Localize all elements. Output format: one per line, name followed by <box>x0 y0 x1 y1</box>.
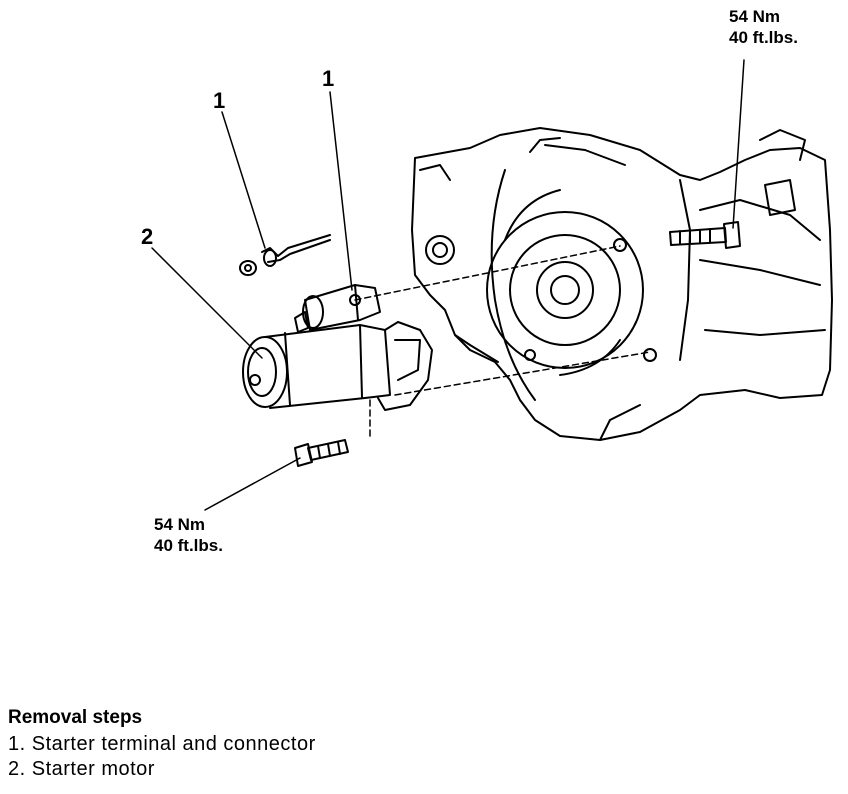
starter-motor-illustration <box>242 284 433 411</box>
bolt-icon <box>294 439 349 467</box>
callout-2-starter: 2 <box>141 224 154 249</box>
terminal-lead-icon <box>261 234 331 267</box>
torque-nm: 54 Nm <box>729 7 781 26</box>
alignment-lines <box>354 245 651 441</box>
removal-steps-legend: Removal steps 1. Starter terminal and co… <box>8 704 316 782</box>
torque-nm: 54 Nm <box>154 515 206 534</box>
callout-1-connector: 1 <box>322 66 335 91</box>
transaxle-illustration <box>411 127 833 441</box>
nut-icon <box>239 260 257 276</box>
bolt-icon <box>669 221 741 249</box>
legend-item: 2. Starter motor <box>8 758 155 780</box>
callout-1-terminal: 1 <box>213 88 226 113</box>
torque-ftlbs: 40 ft.lbs. <box>729 28 798 47</box>
torque-ftlbs: 40 ft.lbs. <box>154 536 223 555</box>
legend-item: 1. Starter terminal and connector <box>8 733 316 755</box>
legend-title: Removal steps <box>8 707 143 728</box>
torque-label-top: 54 Nm 40 ft.lbs. <box>729 6 798 48</box>
starter-removal-diagram <box>151 59 833 511</box>
torque-label-bottom: 54 Nm 40 ft.lbs. <box>154 514 223 556</box>
leader-lines <box>151 59 745 511</box>
